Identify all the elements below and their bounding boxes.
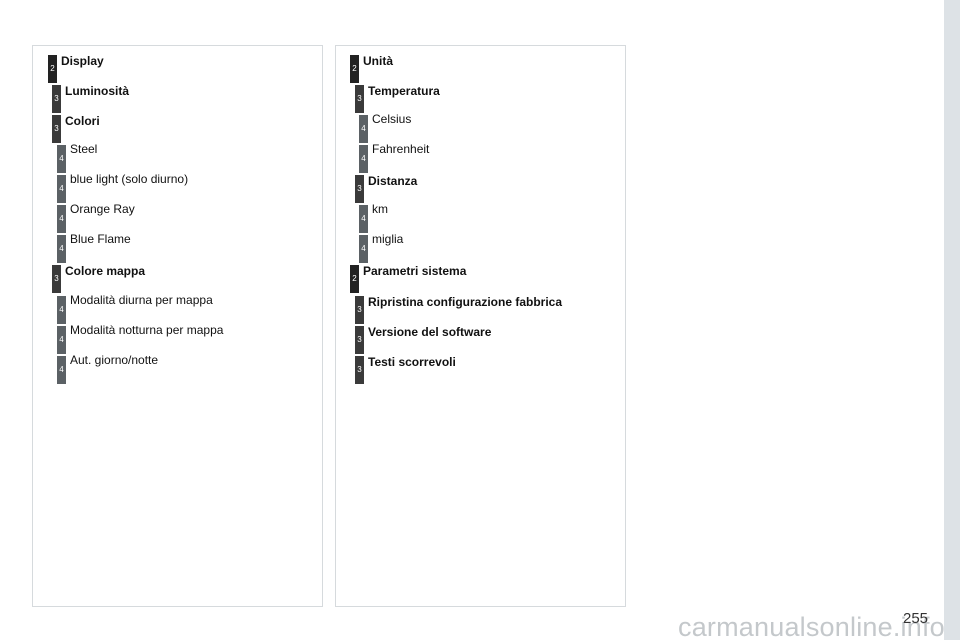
menu-item-label: Colore mappa bbox=[65, 264, 146, 278]
level-badge: 3 bbox=[52, 115, 61, 143]
menu-item-label: Display bbox=[61, 54, 104, 68]
level-badge: 4 bbox=[359, 235, 368, 263]
level-badge: 4 bbox=[57, 235, 66, 263]
menu-item-label: km bbox=[372, 202, 388, 216]
menu-item-label: blue light (solo diurno) bbox=[70, 172, 189, 186]
page-number: 255 bbox=[903, 610, 929, 627]
level-badge: 3 bbox=[355, 175, 364, 203]
menu-item-label: Modalità notturna per mappa bbox=[70, 323, 224, 337]
menu-item-label: Luminosità bbox=[65, 84, 130, 98]
level-badge: 4 bbox=[57, 145, 66, 173]
level-badge: 2 bbox=[350, 55, 359, 83]
menu-item-label: Colori bbox=[65, 114, 100, 128]
level-badge: 2 bbox=[48, 55, 57, 83]
menu-item-label: miglia bbox=[372, 232, 404, 246]
menu-item-label: Orange Ray bbox=[70, 202, 135, 216]
level-badge: 4 bbox=[57, 356, 66, 384]
level-badge: 2 bbox=[350, 265, 359, 293]
menu-item-label: Blue Flame bbox=[70, 232, 131, 246]
menu-item-label: Unità bbox=[363, 54, 393, 68]
level-badge: 3 bbox=[355, 356, 364, 384]
menu-item-label: Temperatura bbox=[368, 84, 440, 98]
level-badge: 3 bbox=[355, 296, 364, 324]
left-menu-panel bbox=[32, 45, 323, 607]
watermark-text: carmanualsonline.info bbox=[678, 612, 945, 642]
right-menu-panel bbox=[335, 45, 626, 607]
menu-item-label: Aut. giorno/notte bbox=[70, 353, 159, 367]
level-badge: 4 bbox=[57, 175, 66, 203]
level-badge: 3 bbox=[355, 326, 364, 354]
menu-item-label: Ripristina configurazione fabbrica bbox=[368, 295, 563, 309]
level-badge: 3 bbox=[355, 85, 364, 113]
level-badge: 4 bbox=[57, 326, 66, 354]
menu-item-label: Fahrenheit bbox=[372, 142, 430, 156]
level-badge: 3 bbox=[52, 85, 61, 113]
menu-item-label: Distanza bbox=[368, 174, 418, 188]
menu-item-label: Steel bbox=[70, 142, 98, 156]
level-badge: 4 bbox=[57, 296, 66, 324]
level-badge: 4 bbox=[359, 205, 368, 233]
level-badge: 4 bbox=[57, 205, 66, 233]
page-edge-strip bbox=[944, 0, 960, 640]
menu-item-label: Versione del software bbox=[368, 325, 492, 339]
level-badge: 4 bbox=[359, 115, 368, 143]
level-badge: 3 bbox=[52, 265, 61, 293]
menu-item-label: Modalità diurna per mappa bbox=[70, 293, 213, 307]
menu-item-label: Testi scorrevoli bbox=[368, 355, 456, 369]
menu-item-label: Celsius bbox=[372, 112, 412, 126]
menu-item-label: Parametri sistema bbox=[363, 264, 467, 278]
level-badge: 4 bbox=[359, 145, 368, 173]
